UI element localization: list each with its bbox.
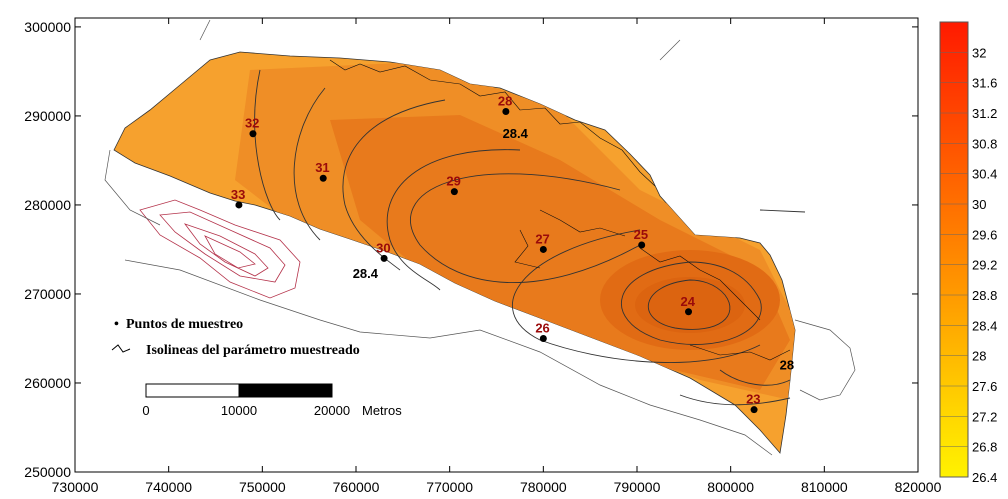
site-label: 25 bbox=[634, 227, 648, 242]
x-tick-label: 780000 bbox=[520, 479, 567, 495]
site-label: 31 bbox=[315, 160, 329, 175]
shore-detail bbox=[329, 59, 791, 361]
colorbar-label: 28.8 bbox=[972, 288, 997, 303]
x-tick-label: 730000 bbox=[52, 479, 99, 495]
legend-isoline-symbol bbox=[111, 344, 131, 353]
site-label: 26 bbox=[535, 320, 549, 335]
x-tick-label: 770000 bbox=[426, 479, 473, 495]
site-label: 33 bbox=[231, 187, 245, 202]
colorbar-gradient bbox=[939, 21, 969, 478]
y-tick-label: 300000 bbox=[24, 19, 71, 35]
x-tick-label: 790000 bbox=[614, 479, 661, 495]
site-marker bbox=[249, 130, 257, 138]
colorbar-label: 31.6 bbox=[972, 76, 997, 91]
region-fill bbox=[113, 51, 796, 454]
map-legend: • Puntos de muestreo Isolineas del parám… bbox=[111, 317, 360, 358]
scale-label-10000: 10000 bbox=[221, 403, 257, 418]
site-label: 24 bbox=[681, 294, 696, 309]
x-tick-label: 760000 bbox=[333, 479, 380, 495]
legend-point-label: Puntos de muestreo bbox=[126, 317, 243, 332]
site-marker bbox=[539, 334, 547, 342]
colorbar-label: 30 bbox=[972, 197, 986, 212]
colorbar-label: 27.2 bbox=[972, 409, 997, 424]
colorbar: 32 31.6 31.2 30.8 30.4 30 29.6 29.2 28.8 28.4 28 27… bbox=[939, 21, 997, 485]
lagoon-contours bbox=[139, 199, 301, 299]
site-label: 28 bbox=[498, 93, 512, 108]
colorbar-label: 28 bbox=[972, 349, 986, 364]
site-marker bbox=[235, 201, 243, 209]
y-tick-label: 270000 bbox=[24, 286, 71, 302]
colorbar-label: 27.6 bbox=[972, 379, 997, 394]
x-tick-label: 750000 bbox=[239, 479, 286, 495]
site-marker bbox=[450, 188, 458, 196]
site-marker bbox=[750, 406, 758, 414]
y-tick-label: 290000 bbox=[24, 108, 71, 124]
legend-isoline-label: Isolineas del parámetro muestreado bbox=[146, 343, 360, 358]
x-tick-label: 740000 bbox=[145, 479, 192, 495]
scale-bar: 0 10000 20000 Metros bbox=[142, 383, 402, 418]
isoline-label: 28.4 bbox=[353, 266, 379, 281]
site-label: 23 bbox=[746, 392, 760, 407]
site-label: 30 bbox=[376, 240, 390, 255]
site-marker bbox=[539, 245, 547, 253]
y-tick-label: 280000 bbox=[24, 197, 71, 213]
scale-label-20000: 20000 bbox=[314, 403, 350, 418]
colorbar-label: 26.8 bbox=[972, 440, 997, 455]
colorbar-labels: 32 31.6 31.2 30.8 30.4 30 29.6 29.2 28.8 28.4 28 27… bbox=[940, 45, 997, 485]
axes: 730000 740000 750000 760000 770000 780000 7900… bbox=[24, 18, 942, 495]
site-marker bbox=[502, 107, 510, 115]
isoline-labels: 28.4 28.4 28 bbox=[353, 126, 794, 372]
colorbar-label: 29.2 bbox=[972, 258, 997, 273]
isoline-label: 28.4 bbox=[503, 126, 529, 141]
x-tick-label: 820000 bbox=[895, 479, 942, 495]
sampling-sites: 23 24 25 26 27 28 29 30 31 32 33 bbox=[231, 93, 761, 414]
x-tick-label: 800000 bbox=[707, 479, 754, 495]
colorbar-label: 30.4 bbox=[972, 167, 997, 182]
y-tick-label: 250000 bbox=[24, 464, 71, 480]
colorbar-label: 29.6 bbox=[972, 227, 997, 242]
site-marker bbox=[380, 254, 388, 262]
site-label: 29 bbox=[446, 174, 460, 189]
colorbar-label: 31.2 bbox=[972, 106, 997, 121]
y-tick-label: 260000 bbox=[24, 375, 71, 391]
coastline bbox=[104, 19, 856, 456]
scale-unit: Metros bbox=[362, 403, 402, 418]
colorbar-label: 26.4 bbox=[972, 470, 997, 485]
site-label: 27 bbox=[535, 231, 549, 246]
site-marker bbox=[319, 174, 327, 182]
scale-label-0: 0 bbox=[142, 403, 149, 418]
colorbar-label: 30.8 bbox=[972, 136, 997, 151]
legend-point-symbol: • bbox=[114, 317, 119, 332]
colorbar-label: 28.4 bbox=[972, 318, 997, 333]
colorbar-label: 32 bbox=[972, 45, 986, 60]
x-tick-label: 810000 bbox=[801, 479, 848, 495]
isoline-label: 28 bbox=[780, 358, 794, 373]
site-marker bbox=[685, 308, 693, 316]
isolines bbox=[254, 69, 806, 406]
site-label: 32 bbox=[245, 116, 259, 131]
site-marker bbox=[638, 241, 646, 249]
